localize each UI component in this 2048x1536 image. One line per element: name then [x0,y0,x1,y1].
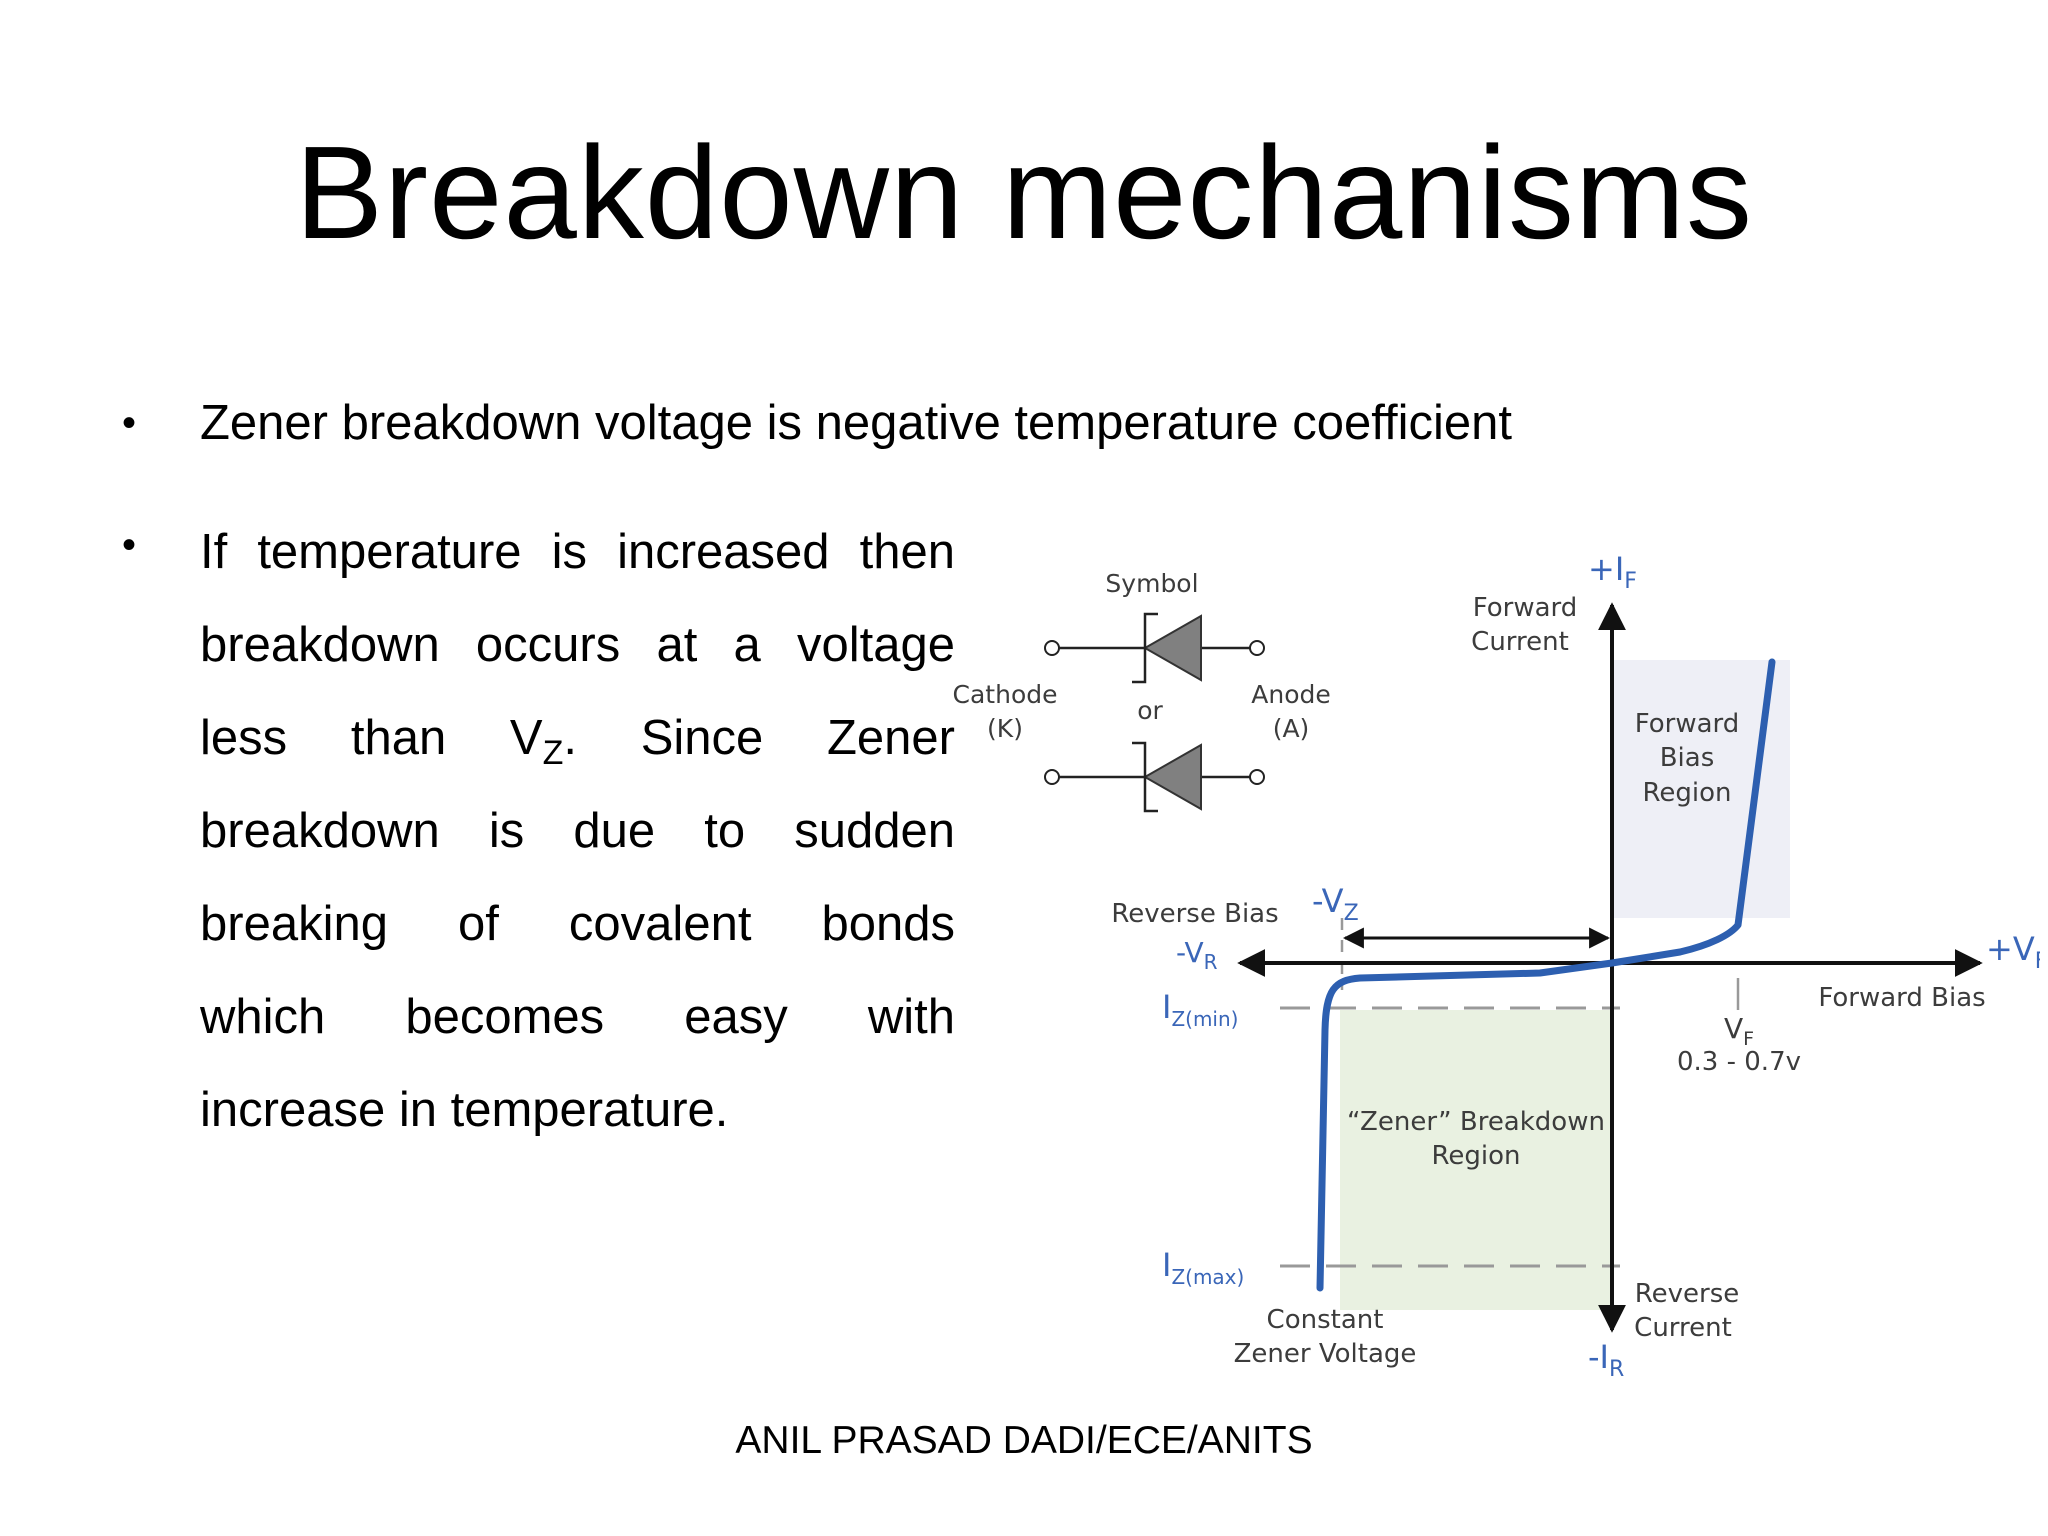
bullet-line: less than VZ. Since Zener [200,692,955,785]
zener-region-label-1: “Zener” Breakdown [1347,1107,1605,1137]
anode-abbr-label: (A) [1273,714,1310,743]
cathode-label: Cathode [953,680,1058,709]
forward-bias-label: Forward Bias [1818,983,1985,1013]
vf-label: VF [1724,1012,1754,1050]
minus-vz-label: -VZ [1312,882,1359,926]
reverse-current-label-2: Current [1634,1313,1732,1343]
iz-min-label: IZ(min) [1162,988,1238,1031]
forward-bias-region-fill [1612,660,1790,918]
plus-vf-label: +VF [1986,930,2040,974]
or-label: or [1137,696,1163,725]
minus-ir-label: -IR [1588,1338,1624,1382]
vz-subscript: Z [542,734,564,772]
zener-symbol-top [1044,612,1265,684]
bullet-dot-icon: • [122,401,137,445]
forward-current-label-2: Current [1471,627,1569,657]
bullet-dot-icon: • [122,523,137,567]
anode-label: Anode [1251,680,1331,709]
bullet-line: which becomes easy with [200,990,955,1044]
bullet-item: • Zener breakdown voltage is negative te… [122,388,1922,458]
bullet-line: breakdown is due to sudden [200,804,955,858]
bullet-line: If temperature is increased then [200,525,955,579]
zener-iv-diagram: Symbol or Cathode (K) Anode (A) +IF Forw… [953,550,2040,1382]
iv-characteristic-curve [1316,658,1776,1292]
bullet-line-part: less than V [200,711,543,765]
reverse-current-label-1: Reverse [1635,1279,1740,1309]
vf-range-label: 0.3 - 0.7v [1677,1047,1801,1077]
cathode-abbr-label: (K) [987,714,1023,743]
bullet-line: breakdown occurs at a voltage [200,618,955,672]
forward-current-label-1: Forward [1473,593,1578,623]
bullet-line-part: . Since Zener [563,711,955,765]
constant-zener-label-1: Constant [1267,1305,1384,1335]
iz-max-label: IZ(max) [1162,1246,1244,1289]
bullet-line: breaking of covalent bonds [200,897,955,951]
zener-region-fill [1340,1010,1612,1310]
forward-region-label-3: Region [1642,778,1731,808]
bullet-item: • If temperature is increased then break… [122,506,1002,1137]
slide-footer: ANIL PRASAD DADI/ECE/ANITS [735,1419,1313,1462]
reverse-bias-label: Reverse Bias [1111,899,1278,929]
forward-region-label-2: Bias [1660,743,1715,773]
bullet-text: Zener breakdown voltage is negative temp… [200,396,1512,450]
forward-region-label-1: Forward [1635,709,1740,739]
bullet-paragraph: If temperature is increased then breakdo… [200,506,955,1157]
slide-title: Breakdown mechanisms [295,119,1753,266]
bullet-line: increase in temperature. [200,1083,729,1137]
minus-vr-label: -VR [1176,936,1218,974]
zener-region-label-2: Region [1431,1141,1520,1171]
plus-if-label: +IF [1588,550,1637,594]
symbol-label: Symbol [1105,569,1198,598]
constant-zener-label-2: Zener Voltage [1234,1339,1417,1369]
zener-symbol-bottom [1044,741,1265,813]
